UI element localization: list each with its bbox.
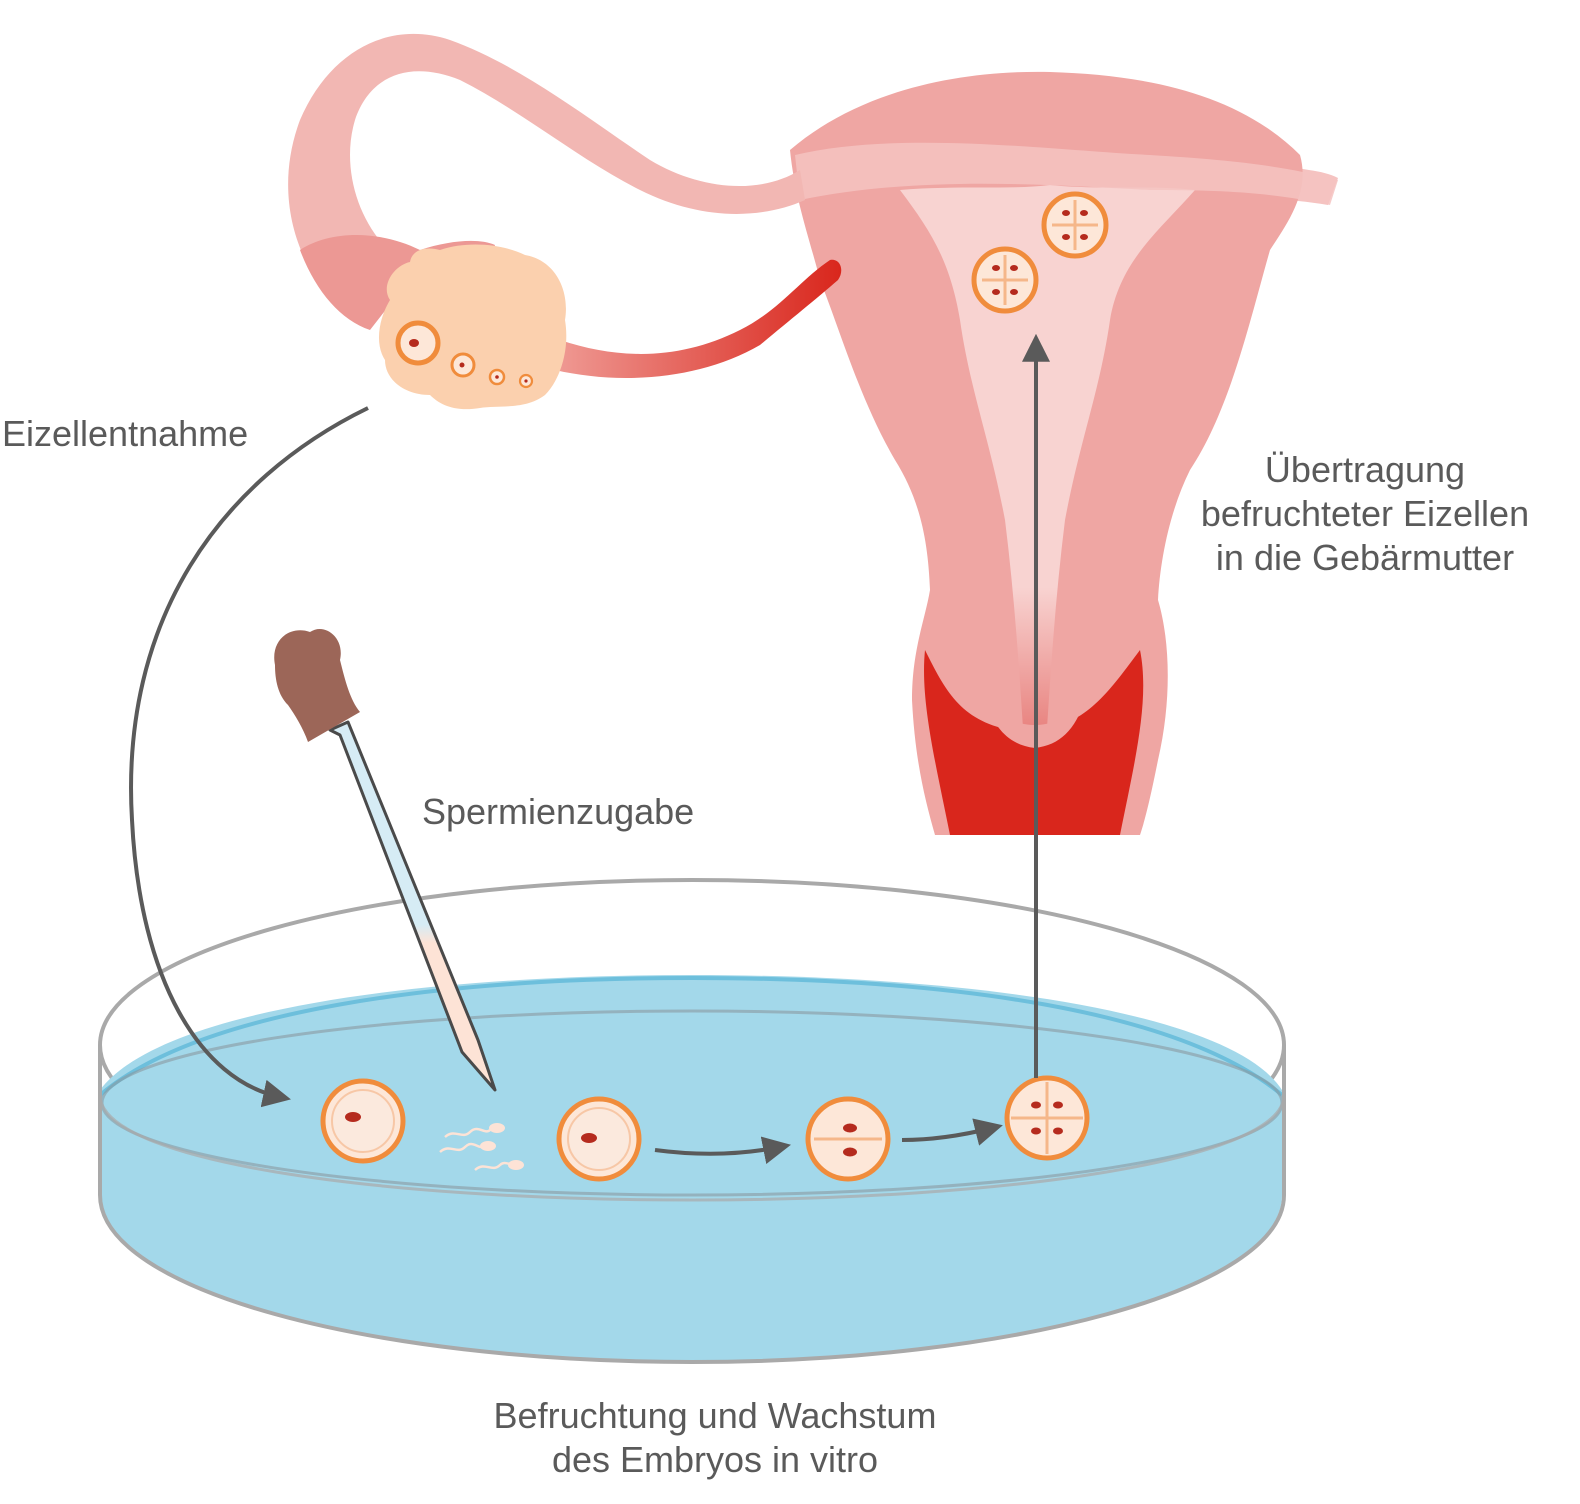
pipette-tube bbox=[328, 720, 497, 1092]
cervix-inner bbox=[985, 700, 1085, 748]
medium-surface bbox=[98, 975, 1284, 1097]
sperm-cells bbox=[439, 1123, 524, 1172]
sperm-cell bbox=[444, 1123, 505, 1139]
label-sperm-addition: Spermienzugabe bbox=[422, 791, 695, 832]
two-cell-embryo bbox=[805, 1096, 891, 1182]
arrow-growth-2 bbox=[901, 1118, 1003, 1146]
pipette bbox=[274, 628, 497, 1092]
ovarian-ligament bbox=[555, 259, 842, 378]
label-fertilization-line: des Embryos in vitro bbox=[551, 1438, 879, 1480]
arrow-growth-1 bbox=[654, 1136, 791, 1165]
label-egg-retrieval: Eizellentnahme bbox=[2, 413, 249, 454]
ovary-follicle-large bbox=[395, 320, 441, 366]
ovary-follicle-small-1 bbox=[488, 368, 506, 386]
ovary-follicle-medium bbox=[450, 352, 476, 378]
implanted-embryo-2 bbox=[971, 246, 1039, 314]
label-transfer-line: in die Gebärmutter bbox=[1215, 536, 1515, 578]
label-fertilization-line: Befruchtung und Wachstum bbox=[493, 1395, 937, 1436]
dish-medium bbox=[100, 975, 1282, 1362]
uterine-cavity bbox=[900, 185, 1195, 760]
ovary-follicle-small-2 bbox=[518, 373, 534, 389]
ovary bbox=[378, 244, 567, 410]
four-cell-embryo bbox=[1004, 1075, 1090, 1161]
label-transfer: Übertragung befruchteter Eizellen in die… bbox=[1150, 448, 1580, 580]
uterus bbox=[790, 71, 1338, 835]
upper-band bbox=[795, 142, 1338, 205]
label-transfer-line: befruchteter Eizellen bbox=[1200, 492, 1530, 534]
petri-dish bbox=[98, 878, 1286, 1365]
label-fertilization: Befruchtung und Wachstum des Embryos in … bbox=[400, 1394, 1030, 1482]
label-transfer-line: Übertragung bbox=[1264, 449, 1466, 490]
sperm-cell bbox=[439, 1141, 496, 1154]
dish-rim-bottom bbox=[98, 1194, 1286, 1365]
pipette-bulb bbox=[274, 628, 360, 742]
fertilized-egg bbox=[556, 1096, 642, 1182]
sperm-cell bbox=[474, 1160, 524, 1172]
arrow-retrieval bbox=[129, 406, 369, 1108]
retrieved-egg bbox=[320, 1078, 406, 1164]
implanted-embryo-1 bbox=[1041, 191, 1109, 259]
